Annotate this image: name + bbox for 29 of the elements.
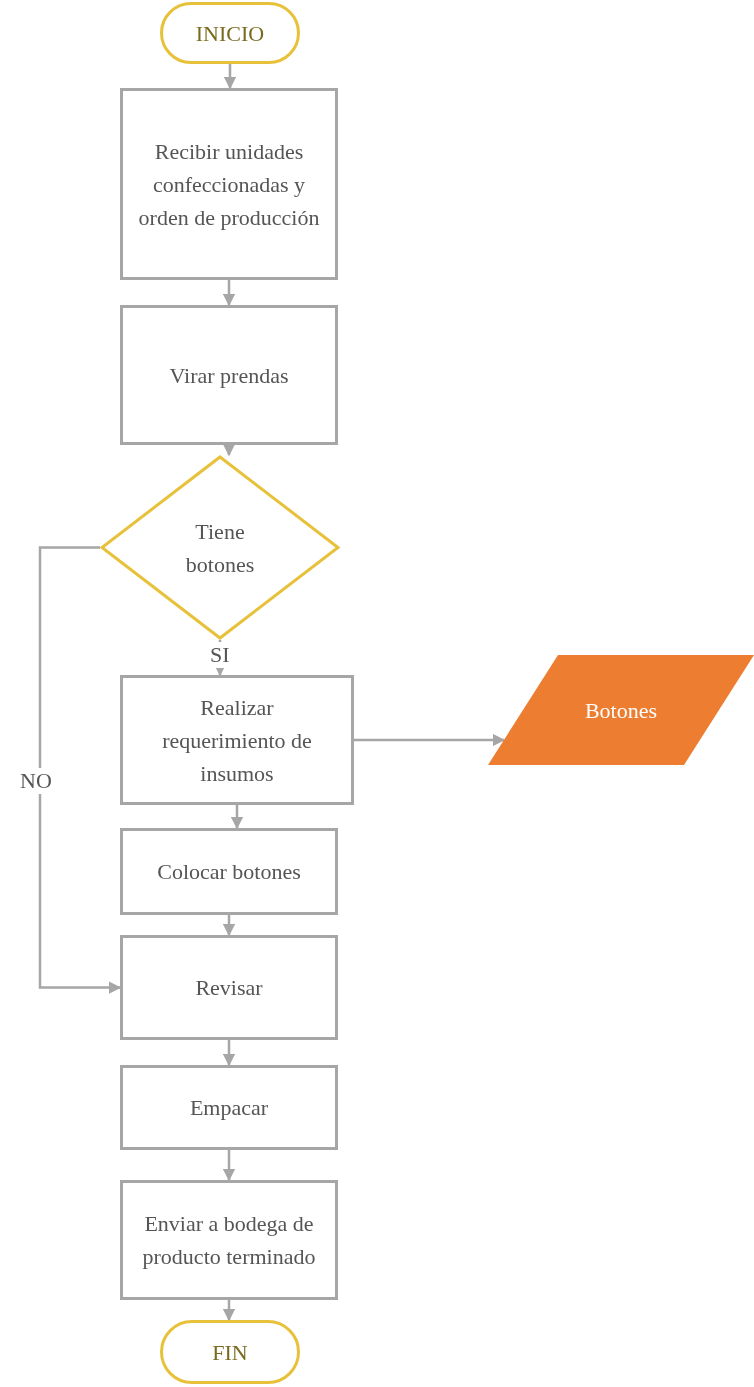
step-text: INICIO <box>195 19 265 48</box>
arrow <box>222 280 236 307</box>
arrow <box>230 805 244 830</box>
step-text: Recibir unidades confeccionadas y orden de producción <box>137 137 321 232</box>
process-box <box>120 88 338 280</box>
process-box <box>120 675 354 805</box>
arrow <box>222 1150 236 1182</box>
arrow <box>38 546 122 994</box>
step-text: Virar prendas <box>169 361 289 390</box>
process-box <box>120 935 338 1040</box>
edge-label: NO <box>18 768 54 794</box>
step-text: Tiene botones <box>184 517 256 579</box>
arrow <box>223 64 237 90</box>
arrow <box>222 443 236 457</box>
process-box <box>120 305 338 445</box>
step-text: Colocar botones <box>157 858 301 886</box>
step-text: Revisar <box>195 974 263 1002</box>
process-box <box>120 1065 338 1150</box>
process-box <box>120 828 338 915</box>
arrow <box>354 733 506 747</box>
arrow <box>222 1040 236 1067</box>
arrow <box>222 915 236 937</box>
process-box <box>120 1180 338 1300</box>
step-text: Botones <box>584 696 658 725</box>
step-text: FIN <box>212 1338 248 1367</box>
step-text: Realizar requerimiento de insumos <box>161 693 313 788</box>
arrow <box>222 1300 236 1322</box>
step-text: Enviar a bodega de producto terminado <box>141 1210 317 1271</box>
step-text: Empacar <box>189 1094 269 1122</box>
